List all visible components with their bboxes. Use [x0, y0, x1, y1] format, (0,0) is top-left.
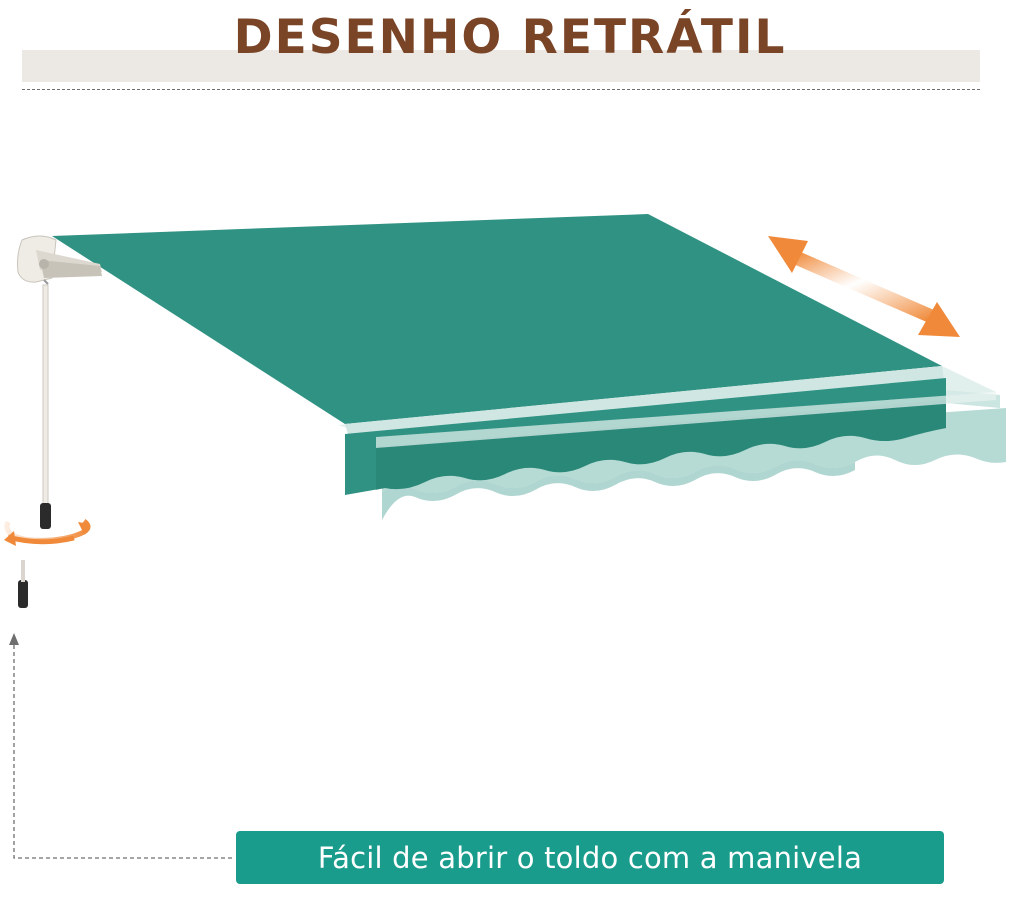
crank-rod [18, 279, 51, 608]
dashed-divider [22, 89, 980, 90]
title-band [22, 50, 980, 82]
caption-text: Fácil de abrir o toldo com a manivela [317, 840, 863, 875]
page-title: DESENHO RETRÁTIL [233, 10, 787, 65]
caption-banner: Fácil de abrir o toldo com a manivela [236, 831, 944, 884]
up-arrow-icon [9, 633, 234, 859]
rotate-arrow-icon [4, 519, 91, 546]
double-headed-arrow-icon [768, 236, 960, 337]
crank-handle [18, 580, 28, 608]
awning-canvas [52, 214, 942, 424]
awning-cassette [17, 235, 102, 283]
